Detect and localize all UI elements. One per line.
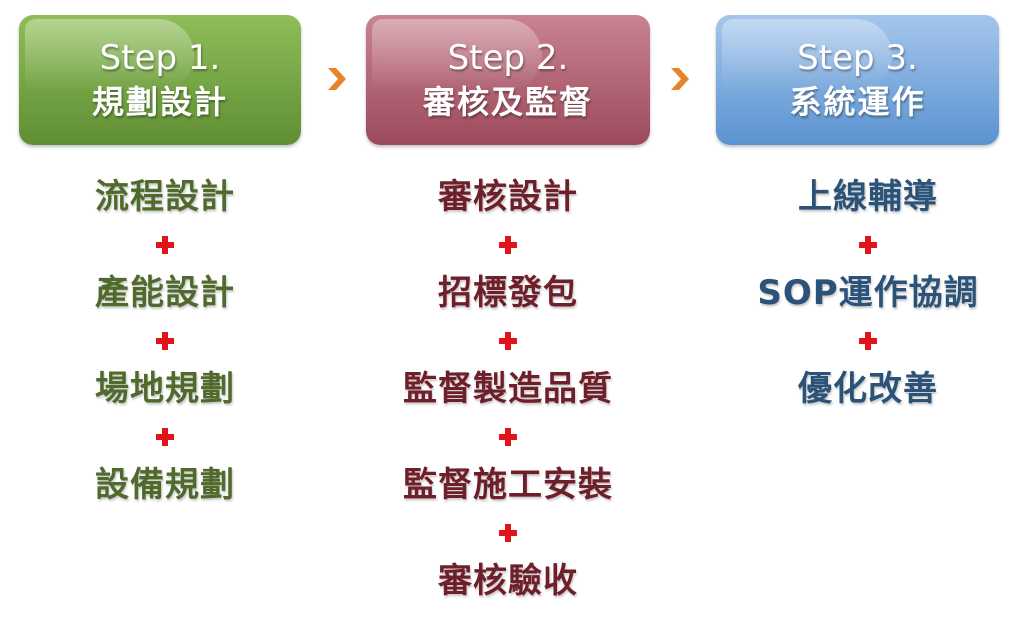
plus-icon [40,416,290,458]
list-item: 設備規劃 [95,465,235,505]
list-item: SOP運作協調 [757,273,979,313]
step-3-subtitle: 系統運作 [789,83,926,121]
step-1-items: 流程設計 產能設計 場地規劃 設備規劃 [40,170,290,512]
chevron-right-icon [671,68,689,90]
list-item: 流程設計 [95,177,235,217]
list-item: 優化改善 [798,369,938,409]
list-item: 招標發包 [438,273,578,313]
step-1-title: Step 1. [99,38,221,78]
chevron-right-icon [328,68,346,90]
list-item: 上線輔導 [798,177,938,217]
step-2-box: Step 2. 審核及監督 [366,15,650,145]
step-2-title: Step 2. [447,38,569,78]
plus-icon [40,320,290,362]
list-item: 監督施工安裝 [403,465,613,505]
plus-icon [40,224,290,266]
step-2-subtitle: 審核及監督 [422,83,593,121]
plus-icon [378,320,638,362]
step-3-title: Step 3. [797,38,918,78]
list-item: 監督製造品質 [403,369,613,409]
step-2-items: 審核設計 招標發包 監督製造品質 監督施工安裝 審核驗收 [378,170,638,608]
list-item: 產能設計 [95,273,235,313]
plus-icon [730,320,1006,362]
plus-icon [378,224,638,266]
list-item: 場地規劃 [95,369,235,409]
plus-icon [378,512,638,554]
step-1-subtitle: 規劃設計 [91,83,228,121]
step-3-box: Step 3. 系統運作 [716,15,999,145]
plus-icon [730,224,1006,266]
plus-icon [378,416,638,458]
step-1-box: Step 1. 規劃設計 [19,15,301,145]
step-3-items: 上線輔導 SOP運作協調 優化改善 [730,170,1006,416]
list-item: 審核設計 [438,177,578,217]
list-item: 審核驗收 [438,561,578,601]
